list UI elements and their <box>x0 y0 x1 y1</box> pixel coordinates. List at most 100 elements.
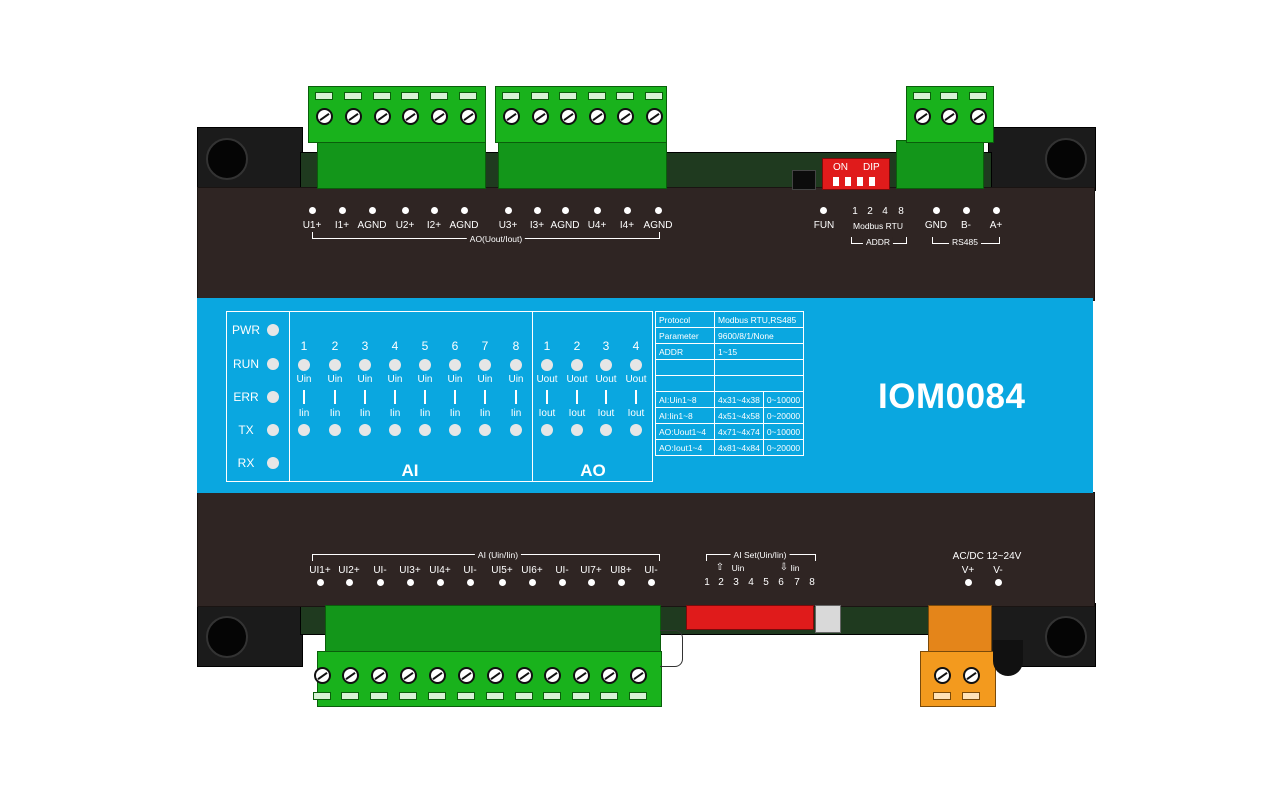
terminal-screw-icon[interactable] <box>560 108 577 125</box>
ai-channel-number: 1 <box>300 339 308 353</box>
ai-uin-label: Uin <box>327 374 343 385</box>
spec-key <box>655 359 715 376</box>
terminal-screw-icon[interactable] <box>630 667 647 684</box>
terminal-slot <box>341 692 359 700</box>
status-led-label: ERR <box>233 390 259 404</box>
ao-pin-label: U2+ <box>395 220 415 231</box>
ai-mode-bar <box>454 390 456 404</box>
terminal-screw-icon[interactable] <box>646 108 663 125</box>
spec-range: 0~10000 <box>762 391 805 408</box>
status-led-label: RUN <box>233 357 259 371</box>
ai-mode-bar <box>334 390 336 404</box>
ai-iin-led <box>419 424 431 436</box>
terminal-screw-icon[interactable] <box>458 667 475 684</box>
ai-iin-led <box>298 424 310 436</box>
ao-iout-led <box>600 424 612 436</box>
terminal-screw-icon[interactable] <box>617 108 634 125</box>
ai-iin-led <box>389 424 401 436</box>
terminal-marker-dot <box>655 207 662 214</box>
ao-uout-led <box>571 359 583 371</box>
terminal-marker-dot <box>995 579 1002 586</box>
fun-button[interactable] <box>792 170 816 190</box>
status-led-rx <box>267 457 279 469</box>
ai-uin-led <box>449 359 461 371</box>
ai-uin-label: Uin <box>447 374 463 385</box>
terminal-block-rs485 <box>896 140 984 189</box>
terminal-screw-icon[interactable] <box>487 667 504 684</box>
addr-group-label: ADDR <box>862 237 894 247</box>
terminal-screw-icon[interactable] <box>400 667 417 684</box>
terminal-screw-icon[interactable] <box>970 108 987 125</box>
terminal-slot <box>428 692 446 700</box>
terminal-screw-icon[interactable] <box>573 667 590 684</box>
terminal-screw-icon[interactable] <box>429 667 446 684</box>
ao-pin-label: U4+ <box>587 220 607 231</box>
terminal-marker-dot <box>402 207 409 214</box>
ai-pin-label: UI7+ <box>580 565 602 576</box>
ao-mode-bar <box>635 390 637 404</box>
dip-key-1[interactable] <box>833 177 839 186</box>
ai-set-number: 7 <box>794 577 800 588</box>
terminal-screw-icon[interactable] <box>503 108 520 125</box>
terminal-slot <box>616 92 634 100</box>
terminal-slot <box>373 92 391 100</box>
status-led-pwr <box>267 324 279 336</box>
terminal-screw-icon[interactable] <box>374 108 391 125</box>
ai-pin-label: UI- <box>644 565 658 576</box>
mounting-hole <box>1045 616 1087 658</box>
ao-pin-label: I1+ <box>334 220 350 231</box>
status-led-label: PWR <box>232 323 260 337</box>
terminal-screw-icon[interactable] <box>589 108 606 125</box>
dip-on-label: ON <box>833 162 848 173</box>
power-terminal-header <box>920 651 996 707</box>
spec-register: 4x71~4x74 <box>714 423 764 440</box>
terminal-block-ai <box>325 605 661 653</box>
ai-uin-label: Uin <box>477 374 493 385</box>
terminal-screw-icon[interactable] <box>371 667 388 684</box>
terminal-screw-icon[interactable] <box>460 108 477 125</box>
terminal-slot <box>486 692 504 700</box>
ai-iin-led <box>449 424 461 436</box>
power-screw-icon[interactable] <box>963 667 980 684</box>
terminal-screw-icon[interactable] <box>941 108 958 125</box>
terminal-screw-icon[interactable] <box>316 108 333 125</box>
ao-mode-bar <box>546 390 548 404</box>
spec-value <box>713 375 805 392</box>
ai-set-number: 5 <box>763 577 769 588</box>
terminal-screw-icon[interactable] <box>314 667 331 684</box>
ai-set-dip-switch[interactable] <box>686 605 814 630</box>
mounting-hole <box>206 616 248 658</box>
terminal-slot <box>502 92 520 100</box>
ai-iin-label: Iin <box>510 408 522 419</box>
terminal-screw-icon[interactable] <box>914 108 931 125</box>
terminal-marker-dot <box>618 579 625 586</box>
terminal-slot <box>588 92 606 100</box>
ai-pin-label: UI2+ <box>338 565 360 576</box>
address-dip-switch[interactable]: ON DIP <box>822 158 890 190</box>
ai-pin-label: UI- <box>463 565 477 576</box>
terminal-screw-icon[interactable] <box>402 108 419 125</box>
ao-title: AO <box>580 461 606 480</box>
arrow-down-icon: ⇩ <box>779 562 789 573</box>
ai-uin-label: Uin <box>508 374 524 385</box>
terminal-screw-icon[interactable] <box>601 667 618 684</box>
ai-uin-led <box>329 359 341 371</box>
terminal-marker-dot <box>820 207 827 214</box>
terminal-slot <box>969 92 987 100</box>
dip-key-4[interactable] <box>857 177 863 186</box>
dip-key-2[interactable] <box>845 177 851 186</box>
terminal-screw-icon[interactable] <box>544 667 561 684</box>
ai-set-label: AI Set(Uin/Iin) <box>730 550 790 560</box>
terminal-screw-icon[interactable] <box>516 667 533 684</box>
dip-key-8[interactable] <box>869 177 875 186</box>
ai-iin-led <box>479 424 491 436</box>
terminal-screw-icon[interactable] <box>532 108 549 125</box>
terminal-screw-icon[interactable] <box>342 667 359 684</box>
left-mounting-ear-bottom <box>197 603 303 667</box>
ai-uin-led <box>419 359 431 371</box>
ao-mode-bar <box>576 390 578 404</box>
terminal-slot <box>543 692 561 700</box>
terminal-screw-icon[interactable] <box>431 108 448 125</box>
terminal-screw-icon[interactable] <box>345 108 362 125</box>
power-screw-icon[interactable] <box>934 667 951 684</box>
